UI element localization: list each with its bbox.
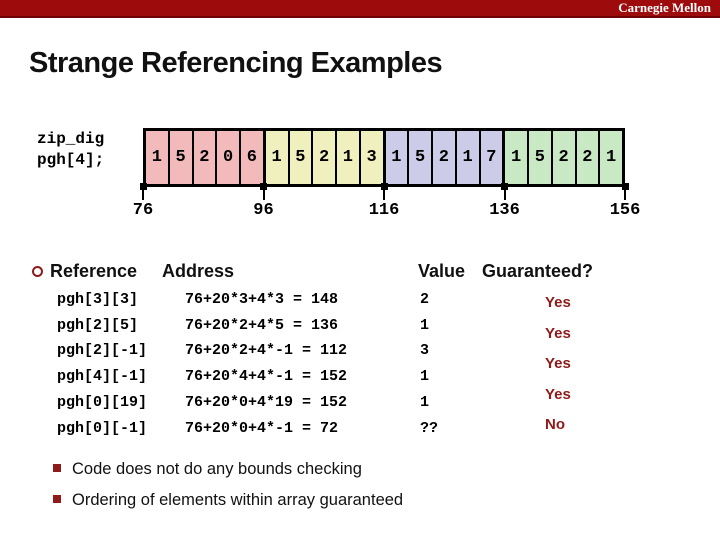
bullet-item: Code does not do any bounds checking — [53, 460, 673, 479]
brand-text: Carnegie Mellon — [618, 0, 711, 15]
cell-address: 76+20*2+4*-1 = 112 — [185, 342, 348, 360]
table-row: pgh[0][-1] 76+20*0+4*-1 = 72?? — [0, 420, 720, 440]
tick-mark — [139, 183, 147, 190]
array-cell: 6 — [241, 131, 263, 184]
array-cell: 1 — [600, 131, 622, 184]
array-cell: 3 — [360, 131, 383, 184]
array-cell: 0 — [217, 131, 241, 184]
array-cell: 1 — [505, 131, 529, 184]
cell-address: 76+20*3+4*3 = 148 — [185, 291, 339, 308]
answer-yes: Yes — [545, 294, 571, 311]
header-reference: Reference — [50, 261, 138, 281]
array-cell: 1 — [265, 131, 290, 184]
array-cell: 2 — [552, 131, 577, 184]
tick-line — [142, 187, 144, 200]
answer-yes: Yes — [545, 355, 571, 372]
cell-value: ?? — [420, 419, 439, 437]
tick-label: 96 — [253, 201, 274, 220]
answer-yes: Yes — [545, 385, 571, 403]
square-bullet-icon — [53, 464, 61, 473]
cell-value: 2 — [420, 291, 430, 308]
cell-value: 1 — [420, 393, 430, 411]
answer-yes: Yes — [545, 324, 571, 342]
cell-reference: pgh[2][-1] — [57, 342, 148, 360]
cell-reference: pgh[3][3] — [57, 291, 139, 308]
brand-bar: Carnegie Mellon — [0, 0, 720, 18]
tick-label: 116 — [368, 201, 400, 220]
cell-address: 76+20*0+4*19 = 152 — [185, 393, 348, 411]
tick-label: 136 — [489, 201, 520, 220]
bullet-item: Ordering of elements within array guaran… — [53, 491, 673, 510]
circle-bullet-icon — [32, 266, 43, 277]
cell-value: 1 — [420, 316, 430, 334]
square-bullet-icon — [53, 495, 61, 504]
tick-mark — [380, 183, 388, 190]
answer-no: No — [545, 416, 565, 433]
array-cell: 5 — [529, 131, 553, 184]
array-cell: 2 — [433, 131, 457, 184]
table-row: pgh[2][5] 76+20*2+4*5 = 136 1 — [0, 317, 720, 337]
header-address: Address — [162, 261, 235, 281]
cell-reference: pgh[0][19] — [57, 393, 148, 411]
table-row: pgh[3][3] 76+20*3+4*3 = 148 2 — [0, 291, 720, 311]
header-value: Value — [418, 261, 466, 281]
array-cell: 5 — [289, 131, 314, 184]
array-declaration-code: zip_dig pgh[4]; — [37, 129, 104, 171]
array-cell: 5 — [169, 131, 194, 184]
array-cell: 2 — [576, 131, 601, 184]
tick-mark — [501, 183, 508, 190]
cell-address: 76+20*4+4*-1 = 152 — [185, 368, 348, 386]
cell-address: 76+20*0+4*-1 = 72 — [185, 419, 339, 437]
table-header: Reference Address Value Guaranteed? — [0, 261, 720, 283]
array-cell: 1 — [337, 131, 361, 184]
tick-label: 76 — [132, 201, 154, 220]
table-row: pgh[4][-1] 76+20*4+4*-1 = 152 1 — [0, 368, 720, 388]
tick-mark — [621, 183, 629, 190]
array-cell: 2 — [313, 131, 337, 184]
cell-address: 76+20*2+4*5 = 136 — [185, 316, 339, 334]
page-title: Strange Referencing Examples — [29, 47, 443, 79]
tick-line — [383, 187, 385, 200]
tick-line — [624, 187, 626, 200]
cell-value: 1 — [420, 368, 430, 386]
bullet-text: Code does not do any bounds checking — [72, 460, 362, 478]
decl-line1: zip_dig — [37, 130, 105, 148]
table-row: pgh[2][-1] 76+20*2+4*-1 = 112 3 — [0, 342, 720, 362]
array-cell: 7 — [480, 131, 503, 184]
cell-reference: pgh[0][-1] — [57, 419, 148, 437]
tick-label: 156 — [609, 201, 641, 220]
tick-line — [262, 187, 265, 200]
array-cell: 5 — [409, 131, 433, 184]
tick-mark — [260, 183, 267, 190]
decl-line2: pgh[4]; — [37, 151, 105, 169]
cell-value: 3 — [420, 342, 430, 360]
tick-line — [503, 187, 506, 200]
array-cell: 1 — [385, 131, 410, 184]
array-cell: 1 — [456, 131, 481, 184]
cell-reference: pgh[2][5] — [57, 316, 139, 334]
array-cell: 1 — [146, 131, 170, 184]
array-cell: 2 — [193, 131, 218, 184]
table-row: pgh[0][19] 76+20*0+4*19 = 152 1 — [0, 394, 720, 414]
bullet-text: Ordering of elements within array guaran… — [72, 491, 404, 509]
cell-reference: pgh[4][-1] — [57, 368, 148, 386]
header-guaranteed: Guaranteed? — [482, 261, 594, 281]
